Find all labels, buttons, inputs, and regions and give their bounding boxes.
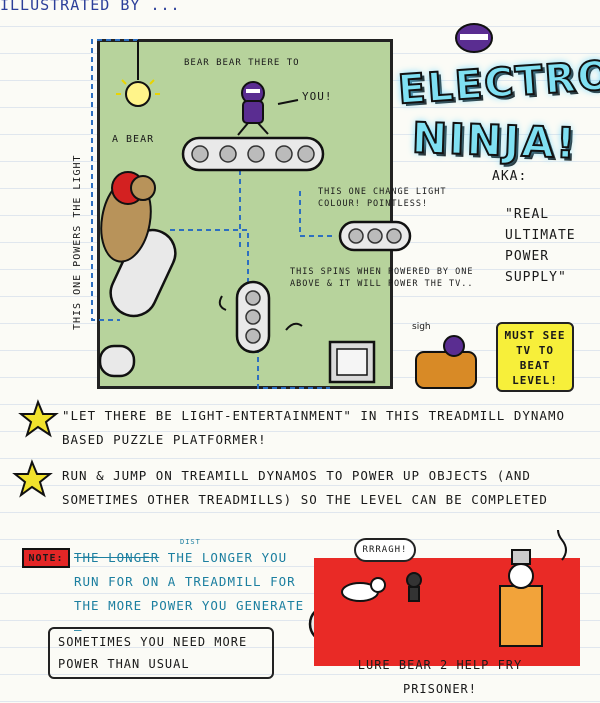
wire-right <box>299 190 332 237</box>
game-title: ELECTRO NINJA! <box>392 14 600 204</box>
level-label-top: BEAR BEAR THERE TO <box>184 58 300 68</box>
star-icon <box>12 459 53 498</box>
title-line-1: ELECTRO <box>396 52 600 115</box>
sigh-label: sigh <box>412 322 431 332</box>
aka-label: AKA: <box>492 169 528 184</box>
change-colour-label: THIS ONE CHANGE LIGHT COLOUR! POINTLESS! <box>318 187 447 209</box>
spins-label: THIS SPINS WHEN POWERED BY ONE ABOVE & I… <box>290 267 474 289</box>
note-struck: THE LONGER <box>74 550 160 565</box>
speech-bubble: RRRAGH! <box>354 538 416 562</box>
tv-icon <box>328 340 376 384</box>
boxed-note: SOMETIMES YOU NEED MORE POWER THAN USUAL <box>48 627 274 679</box>
light-bulb-icon <box>116 40 160 107</box>
bear-character <box>100 171 156 263</box>
ninja-head-icon <box>455 23 493 53</box>
dog-icon <box>341 577 386 602</box>
note-small: DIST <box>180 538 201 546</box>
aka-value: "REAL ULTIMATE POWER SUPPLY" <box>505 207 576 285</box>
vertical-label: THIS ONE POWERS THE LIGHT <box>72 154 83 330</box>
armchair-figure <box>415 335 477 389</box>
you-label: YOU! <box>302 90 333 103</box>
ninja-runner <box>406 572 422 602</box>
ninja-player <box>237 81 269 136</box>
bullet-2: RUN & JUMP ON TREAMILL DYNAMOS TO POWER … <box>62 468 548 507</box>
bear-label: A BEAR <box>112 134 155 145</box>
wire-left <box>91 39 138 321</box>
must-see-note: MUST SEE TV TO BEAT LEVEL! <box>496 322 574 392</box>
note-body: THE LONGER YOU RUN FOR ON A TREADMILL FO… <box>74 550 305 637</box>
note-tag: NOTE: <box>22 548 70 568</box>
electric-chair <box>499 549 543 647</box>
wire-middle <box>170 229 249 300</box>
bullet-1: "LET THERE BE LIGHT-ENTERTAINMENT" IN TH… <box>62 408 566 447</box>
note-text: THE LONGER THE LONGER YOU RUN FOR ON A T… <box>74 546 314 642</box>
lure-caption: LURE BEAR 2 HELP FRY PRISONER! <box>357 658 523 696</box>
title-line-2: NINJA! <box>410 112 579 169</box>
star-icon <box>18 399 59 438</box>
prison-scene <box>341 530 567 647</box>
top-scribble: Illustrated by ... <box>0 0 181 14</box>
you-arrow <box>277 99 299 105</box>
